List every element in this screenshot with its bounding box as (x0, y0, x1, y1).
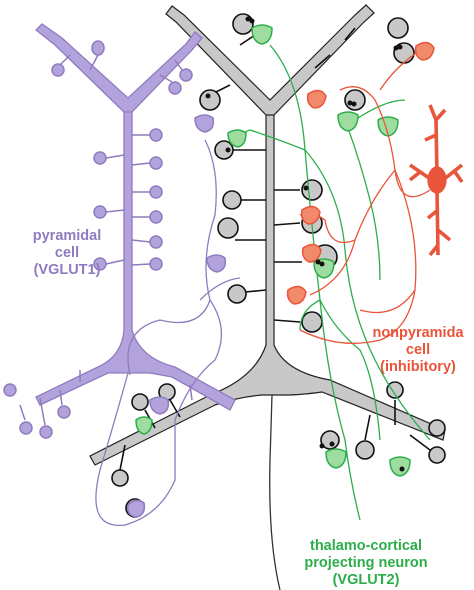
label-thalamo-cortical-neuron: thalamo-cortical projecting neuron (VGLU… (280, 538, 452, 589)
nonpyramidal-cell (299, 44, 464, 344)
label-pyramidal-line3: (VGLUT1) (33, 262, 101, 278)
label-nonpyramidal-line2: cell (405, 342, 431, 358)
synaptic-densities (205, 16, 405, 472)
gray-cell-body (89, 111, 446, 466)
thalamo-boutons (135, 24, 411, 477)
label-nonpyramidal-line3: (inhibitory) (380, 359, 456, 375)
label-thalamo-line1: thalamo-cortical (310, 538, 422, 554)
label-pyramidal-cell: pyramidal cell (VGLUT1) (12, 228, 122, 279)
label-thalamo-line3: (VGLUT2) (332, 572, 400, 588)
gray-pyramidal-cell (89, 4, 446, 518)
label-pyramidal-line2: cell (54, 245, 80, 261)
purple-axon (95, 139, 241, 526)
nonpyramidal-soma (427, 166, 447, 194)
label-thalamo-line2: projecting neuron (304, 555, 428, 571)
label-pyramidal-line1: pyramidal (32, 228, 102, 244)
gray-cell-axon (269, 394, 281, 590)
label-nonpyramidal-cell: nonpyramida cell (inhibitory) (364, 325, 472, 376)
gray-apical-tuft (165, 4, 375, 116)
nonpyramidal-boutons (286, 41, 435, 305)
purple-cell-body (35, 109, 236, 411)
purple-apical-tuft (35, 23, 203, 113)
thalamo-cortical-axons (231, 44, 431, 521)
purple-pyramidal-cell (3, 23, 241, 526)
label-nonpyramidal-line1: nonpyramida (372, 325, 464, 341)
